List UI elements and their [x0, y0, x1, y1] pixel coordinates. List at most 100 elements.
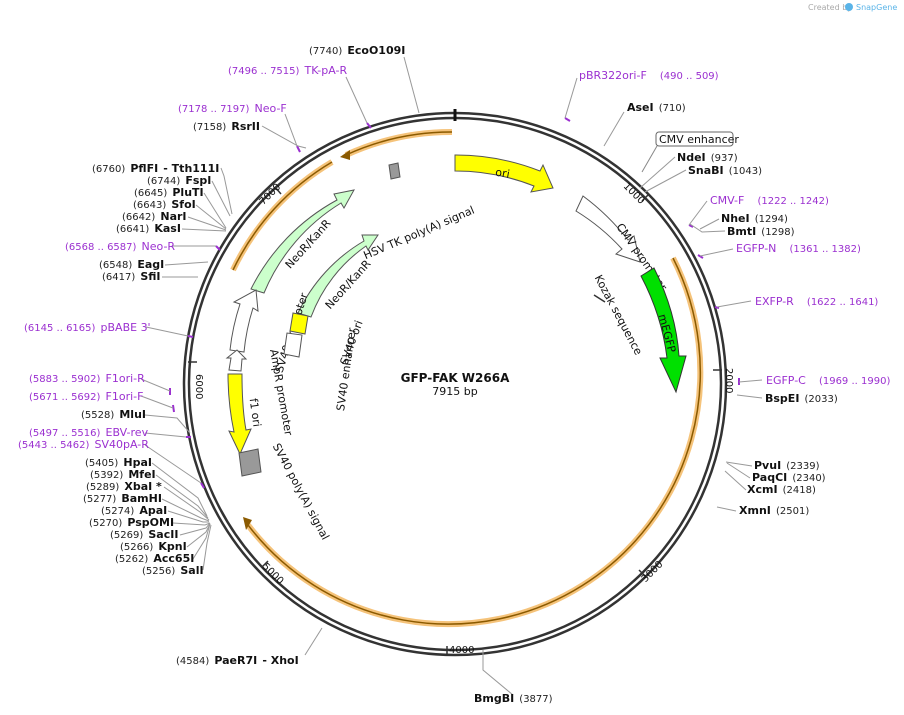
leader-nari — [187, 216, 227, 231]
enzyme-nhei: NheI (1294) — [721, 207, 788, 226]
enzyme-paqci: PaqCI (2340) — [752, 466, 826, 485]
orf-arrowhead-icon — [243, 517, 252, 530]
leader-ndei — [639, 156, 676, 189]
leader-egfp-n — [699, 248, 734, 257]
leader-bmti — [689, 223, 726, 233]
leader-mfei — [155, 474, 209, 519]
leader-sali — [202, 524, 212, 571]
primer-mark-f1ori-f — [172, 404, 175, 413]
feature-ampr-promoter — [225, 349, 248, 372]
plasmid-length: 7915 bp — [432, 385, 477, 398]
enzyme-snabi: SnaBI (1043) — [688, 159, 762, 178]
leader-rsrii — [261, 125, 307, 149]
enzyme-asei: AseI (710) — [627, 96, 686, 115]
tick-label-1000: 1000 — [621, 181, 647, 207]
enzyme-acc65i: (5262) Acc65I — [115, 547, 194, 566]
leader-kasi — [181, 228, 227, 232]
leader-xcmi — [724, 470, 747, 491]
enzyme-mfei: (5392) MfeI — [90, 463, 156, 482]
tick-marks: 1000 2000 3000 4000 5000 6000 7000 — [188, 181, 734, 656]
feature-cmv-promoter — [575, 195, 641, 263]
enzyme-kasi: (6641) KasI — [116, 217, 181, 236]
snapgene-credit: Created by SnapGene — [808, 3, 897, 12]
enzyme-labels: (7740) EcoO109I (7158) RsrII (6760) PflF… — [81, 39, 838, 705]
feature-label-f1-ori: f1 ori — [247, 397, 264, 427]
leader-neo-f — [284, 113, 298, 147]
enzyme-pvui: PvuI (2339) — [754, 454, 820, 473]
leader-acc65i — [192, 523, 211, 560]
feature-sv40-polya — [238, 448, 262, 477]
feature-kozak — [593, 294, 606, 303]
leader-cmv-f — [688, 200, 708, 226]
primer-mark-exfp-r — [714, 306, 720, 309]
primer-tk-pa-r: (7496 .. 7515) TK-pA-R — [228, 59, 347, 78]
cmv-enhancer-annotation: CMV enhancer — [641, 131, 739, 173]
primer-mark-cmv-f — [688, 224, 694, 228]
tick-1000 — [641, 194, 649, 202]
leader-ecoo109i — [403, 56, 420, 114]
tick-label-3000: 3000 — [640, 559, 666, 585]
enzyme-ndei: NdeI (937) — [677, 146, 738, 165]
feature-sv40-ori — [289, 312, 309, 335]
feature-ori — [454, 154, 554, 193]
leader-kpni — [186, 523, 211, 548]
enzyme-bspei: BspEI (2033) — [765, 387, 838, 406]
feature-label-ampr-promoter: AmpR promoter — [267, 348, 295, 437]
leader-exfp-r — [716, 300, 752, 308]
enzyme-kpni: (5266) KpnI — [120, 535, 187, 554]
backbone — [182, 109, 728, 657]
enzyme-xmni: XmnI (2501) — [739, 499, 809, 518]
enzyme-sali: (5256) SalI — [142, 559, 204, 578]
feature-neor-kanr-outer — [250, 189, 355, 294]
primer-labels: (7496 .. 7515) TK-pA-R (7178 .. 7197) Ne… — [18, 59, 890, 452]
enzyme-nari: (6642) NarI — [122, 205, 187, 224]
leader-ebv-rev — [144, 432, 187, 438]
leader-asei — [603, 111, 625, 147]
enzyme-pspomi: (5270) PspOMI — [89, 511, 174, 530]
enzyme-apai: (5274) ApaI — [101, 499, 167, 518]
plasmid-name: GFP-FAK W266A — [401, 371, 510, 385]
leader-eagi — [164, 261, 209, 266]
leader-pluti — [203, 192, 227, 229]
primer-egfp-c: EGFP-C (1969 .. 1990) — [766, 369, 890, 388]
leader-lines — [140, 56, 763, 696]
primer-mark-sv40pa-r — [200, 482, 205, 489]
orf-arc-right-line — [247, 257, 702, 625]
leader-sacii — [179, 522, 211, 536]
leader-bamhi — [161, 498, 210, 522]
leader-f1ori-f — [140, 395, 174, 409]
primer-egfp-n: EGFP-N (1361 .. 1382) — [736, 237, 861, 256]
enzyme-hpai: (5405) HpaI — [85, 451, 152, 470]
primer-marks — [169, 117, 740, 489]
enzyme-eagi: (6548) EagI — [99, 253, 164, 272]
feature-f1-ori — [227, 373, 252, 456]
enzyme-sfoi: (6643) SfoI — [133, 193, 196, 212]
leader-pbabe — [145, 326, 189, 337]
orf-top-arrowhead-icon — [340, 150, 350, 160]
primer-mark-egfp-n — [697, 254, 704, 259]
orf-arcs — [230, 128, 704, 628]
tick-5000 — [261, 560, 269, 568]
feature-megfp — [640, 267, 687, 394]
primer-mark-pbr322ori-f — [564, 117, 571, 122]
leader-paqci — [726, 462, 751, 479]
leader-mlui — [144, 414, 191, 434]
feature-label-cmv-enhancer: CMV enhancer — [659, 133, 739, 146]
primer-ebv-rev: (5497 .. 5516) EBV-rev — [29, 421, 149, 440]
tick-label-4000: 4000 — [449, 645, 474, 656]
leader-sv40pa-r — [144, 444, 202, 484]
tick-3000 — [638, 569, 646, 577]
tick-label-2000: 2000 — [723, 368, 734, 393]
feature-label-sv40-enhancer: SV40 enhancer — [334, 327, 359, 412]
enzyme-ecoo109i: (7740) EcoO109I — [309, 39, 405, 58]
enzyme-fspi: (6744) FspI — [147, 169, 211, 188]
enzyme-xcmi: XcmI (2418) — [747, 478, 816, 497]
leader-xbai — [163, 486, 210, 521]
primer-sv40pa-r: (5443 .. 5462) SV40pA-R — [18, 433, 149, 452]
leader-f1ori-r — [140, 378, 171, 392]
primer-neo-f: (7178 .. 7197) Neo-F — [178, 97, 287, 116]
feature-label-sv40-polya: SV40 poly(A) signal — [270, 441, 332, 542]
primer-mark-neo-r — [215, 245, 221, 251]
feature-sv40-enhancer — [283, 332, 303, 358]
